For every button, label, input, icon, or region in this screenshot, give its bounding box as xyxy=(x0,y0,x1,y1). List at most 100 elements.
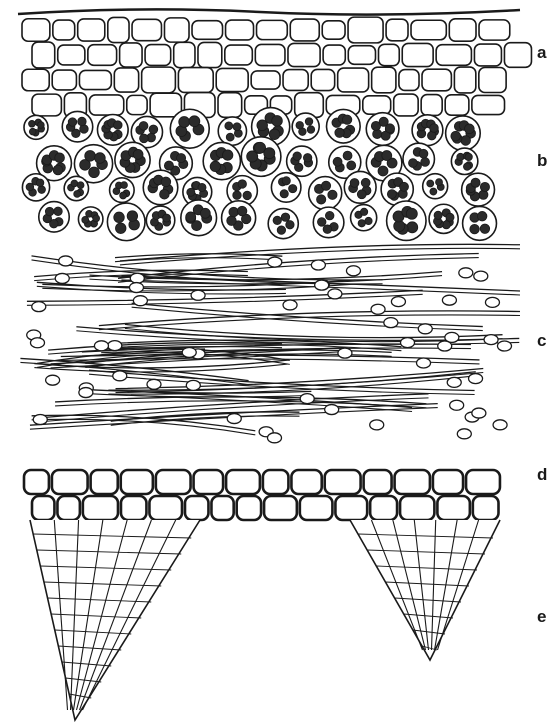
rhizine-outline xyxy=(350,520,500,660)
hypha-cross-section xyxy=(457,429,471,439)
cortex-cell xyxy=(290,19,319,41)
cortex-cell xyxy=(52,70,76,90)
hypha-cross-section xyxy=(328,289,342,299)
cortex-cell xyxy=(421,95,442,116)
cortex-cell xyxy=(22,19,50,41)
gonidium xyxy=(115,223,126,234)
cortex-cell xyxy=(198,42,222,67)
lower-cortex-cell xyxy=(211,496,233,520)
cortex-cell xyxy=(120,43,142,67)
lower-cortex-cell xyxy=(263,470,289,494)
cortex-cell xyxy=(436,45,471,66)
gonidium xyxy=(343,151,352,160)
gonidium xyxy=(323,225,332,234)
gonidium xyxy=(361,178,370,187)
cortex-cell xyxy=(78,19,105,41)
lower-cortex-cell xyxy=(185,496,208,520)
gonidium xyxy=(385,124,394,133)
hypha-cross-section xyxy=(438,341,452,351)
gonidium xyxy=(38,186,46,194)
cortex-cell xyxy=(449,19,476,41)
lower-cortex-cell xyxy=(194,470,224,494)
hypha-cross-section xyxy=(300,394,314,404)
hypha-cross-section xyxy=(459,268,473,278)
gonidium xyxy=(307,126,315,134)
hypha-cross-section xyxy=(418,324,432,334)
cortex-cell xyxy=(399,70,419,91)
label-a: a xyxy=(537,44,546,61)
hypha-cross-section xyxy=(79,388,93,398)
gonidium xyxy=(419,149,428,158)
gonidium xyxy=(149,125,158,134)
lower-cortex-cell xyxy=(473,496,499,520)
gonidium xyxy=(222,150,232,160)
lower-cortex-cell xyxy=(325,470,361,494)
lower-cortex-cell xyxy=(226,470,260,494)
cortex-cell xyxy=(402,43,433,66)
gonidium xyxy=(85,151,96,162)
cortex-cell xyxy=(479,68,506,93)
lower-cortex-cell xyxy=(291,470,321,494)
cortex-cell xyxy=(322,21,345,39)
gonidium xyxy=(198,183,206,191)
gonidium xyxy=(293,152,301,160)
hypha-cross-section xyxy=(447,377,461,387)
cortex-cell xyxy=(216,68,248,91)
gonidium xyxy=(465,153,472,160)
hypha-cross-section xyxy=(391,297,405,307)
hypha-cross-section xyxy=(472,408,486,418)
cortex-cell xyxy=(257,20,288,39)
hypha-cross-section xyxy=(484,335,498,345)
gonidium xyxy=(350,178,359,187)
gonidium xyxy=(74,191,81,198)
hypha-cross-section xyxy=(474,271,488,281)
gonidium xyxy=(38,122,45,129)
gonidium xyxy=(45,207,54,216)
gonidia-cell xyxy=(463,206,497,240)
lower-cortex-cell xyxy=(52,470,88,494)
gonidium xyxy=(328,190,337,199)
lower-cortex-cell xyxy=(83,496,118,520)
hypha-cross-section xyxy=(401,338,415,348)
gonidium xyxy=(120,192,127,199)
gonidium xyxy=(365,217,372,224)
gonidium xyxy=(161,177,171,187)
lower-cortex-cell xyxy=(156,470,191,494)
lower-cortex-cell xyxy=(433,470,463,494)
gonidium xyxy=(358,220,365,227)
lower-cortex-cell xyxy=(335,496,367,520)
gonidia-cell xyxy=(107,203,145,241)
hypha-cross-section xyxy=(371,304,385,314)
hypha-cross-section xyxy=(30,338,44,348)
hypha-cross-section xyxy=(113,371,127,381)
rhizines-layer xyxy=(30,520,500,720)
gonidium xyxy=(225,122,233,130)
label-e: e xyxy=(537,608,546,625)
cortex-cell xyxy=(311,69,334,90)
hypha-cross-section xyxy=(46,375,60,385)
hypha-wall xyxy=(27,294,423,305)
lower-cortex-cell xyxy=(466,470,500,494)
cortex-cell xyxy=(218,93,242,118)
gonidium xyxy=(68,118,77,127)
lower-cortex-cell xyxy=(237,496,261,520)
gonidium xyxy=(26,183,34,191)
lower-cortex-cell xyxy=(32,496,54,520)
gonidium xyxy=(465,124,475,134)
gonidium xyxy=(114,121,123,130)
label-c: c xyxy=(537,332,546,349)
hypha-cross-section xyxy=(442,295,456,305)
cortex-cell xyxy=(53,20,75,40)
hypha-cross-section xyxy=(227,414,241,424)
hypha-cross-section xyxy=(370,420,384,430)
hypha-cross-section xyxy=(325,405,339,415)
hypha xyxy=(115,254,282,258)
lower-cortex-cell xyxy=(24,470,49,494)
gonidium xyxy=(296,121,304,129)
gonidium xyxy=(200,208,210,218)
hypha-cross-section xyxy=(311,260,325,270)
medulla-hyphae-layer xyxy=(20,244,520,442)
lower-cortex-cell xyxy=(364,470,392,494)
cortex-cell xyxy=(164,18,189,42)
